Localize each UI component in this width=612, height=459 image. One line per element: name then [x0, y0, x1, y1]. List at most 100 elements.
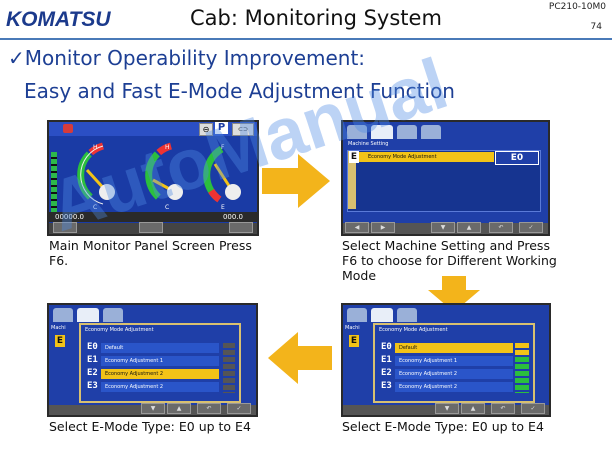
arrow-right-icon: [262, 154, 330, 208]
economy-mode-row-label: Economy Mode Adjustment: [368, 154, 437, 160]
hour-meter: 00000.0: [55, 213, 84, 221]
right-key[interactable]: ▶: [371, 222, 395, 233]
lock-icon: [63, 124, 73, 133]
softkey-bar-2: ◀ ▶ ▼ ▲ ↶ ✓: [343, 222, 548, 234]
f6-key[interactable]: [229, 222, 253, 233]
softkey-bar-3: ▼ ▲ ↶ ✓: [49, 403, 256, 415]
return-key-right[interactable]: ↶: [491, 403, 515, 414]
emode-right-label-e1: Economy Adjustment 1: [399, 358, 458, 364]
scroll-bar[interactable]: [348, 151, 356, 209]
emode-left-code-e0: E0: [87, 342, 98, 352]
emode-right-row-e3[interactable]: [395, 382, 513, 392]
heading-line-1: ✓Monitor Operability Improvement:: [8, 46, 365, 70]
emode-right-code-e0: E0: [381, 342, 392, 352]
emode-screen-right: Machi E Economy Mode Adjustment E0 E1 E2…: [341, 303, 551, 417]
emode-left-row-e2[interactable]: [101, 369, 219, 379]
level-indicators-right: [515, 343, 529, 393]
emode-popup-header-right: Economy Mode Adjustment: [379, 327, 448, 333]
emode-right-row-e0[interactable]: [395, 343, 513, 353]
softkey-bar-4: ▼ ▲ ↶ ✓: [343, 403, 549, 415]
softkey-bar: [49, 222, 257, 234]
emode-left-label-e1: Economy Adjustment 1: [105, 358, 164, 364]
bg-letter-right: E: [349, 335, 359, 347]
header-divider: [0, 38, 612, 40]
fuel-empty-label: E: [221, 204, 225, 211]
emode-left-row-e0[interactable]: [101, 343, 219, 353]
f3-key[interactable]: [139, 222, 163, 233]
caption-main-monitor: Main Monitor Panel Screen Press F6.: [49, 238, 252, 268]
emode-right-code-e3: E3: [381, 381, 392, 391]
arrow-left-icon: [268, 332, 332, 384]
coolant-low-label: C: [93, 204, 98, 211]
up-key-right[interactable]: ▲: [461, 403, 485, 414]
down-key-right[interactable]: ▼: [435, 403, 459, 414]
emode-right-label-e2: Economy Adjustment 2: [399, 371, 458, 377]
bg-letter: E: [55, 335, 65, 347]
emode-left-row-e1[interactable]: [101, 356, 219, 366]
oil-temp-gauge: [145, 142, 183, 208]
return-key-left[interactable]: ↶: [197, 403, 221, 414]
komatsu-logo: KOMATSU: [6, 8, 111, 31]
ok-key-left[interactable]: ✓: [227, 403, 251, 414]
tab-1[interactable]: [347, 125, 367, 139]
oil-high-label: H: [165, 144, 170, 151]
level-indicators-right-top: [515, 343, 529, 355]
tab-left-2[interactable]: [77, 308, 99, 322]
tab-4[interactable]: [421, 125, 441, 139]
emode-left-code-e1: E1: [87, 355, 98, 365]
economy-mode-row[interactable]: Economy Mode Adjustment: [358, 152, 494, 162]
mode-icon: ⊖: [199, 123, 213, 136]
indicator-strip: [51, 152, 57, 212]
up-key[interactable]: ▲: [457, 222, 481, 233]
coolant-temp-gauge: [77, 142, 115, 208]
ok-key[interactable]: ✓: [519, 222, 543, 233]
coolant-high-label: H: [93, 144, 98, 151]
fuel-gauge: [203, 142, 241, 208]
level-indicators-left: [223, 343, 235, 393]
machine-setting-screen: Machine Setting Economy Mode Adjustment …: [341, 120, 550, 236]
heading-line-2: Easy and Fast E-Mode Adjustment Function: [24, 79, 455, 103]
up-key-left[interactable]: ▲: [167, 403, 191, 414]
emode-left-label-e2: Economy Adjustment 2: [105, 371, 164, 377]
down-key[interactable]: ▼: [431, 222, 455, 233]
emode-popup-header: Economy Mode Adjustment: [85, 327, 154, 333]
model-number: PC210-10M0: [548, 2, 606, 12]
emode-left-code-e2: E2: [87, 368, 98, 378]
power-mode-p: P: [215, 122, 228, 134]
economy-mode-value: E0: [495, 151, 539, 165]
emode-left-label-e3: Economy Adjustment 2: [105, 384, 164, 390]
status-bar: 00000.0 000.0: [49, 212, 257, 222]
f1-key[interactable]: [53, 222, 77, 233]
row-letter: E: [349, 151, 359, 163]
page-title: Cab: Monitoring System: [190, 6, 442, 30]
machine-setting-header: Machine Setting: [348, 141, 389, 147]
emode-left-label-e0: Default: [105, 345, 124, 351]
emode-right-label-e0: Default: [399, 345, 418, 351]
caption-machine-setting: Select Machine Setting and Press F6 to c…: [342, 238, 557, 283]
emode-left-row-e3[interactable]: [101, 382, 219, 392]
monitor-top-bar: ⊖ P ⊂⊃: [49, 122, 257, 136]
ok-key-right[interactable]: ✓: [521, 403, 545, 414]
caption-emode-left: Select E-Mode Type: E0 up to E4: [49, 419, 251, 434]
tab-2[interactable]: [371, 125, 393, 139]
return-key[interactable]: ↶: [489, 222, 513, 233]
attachment-icon: ⊂⊃: [232, 123, 254, 136]
tab-right-1[interactable]: [347, 308, 367, 322]
fuel-full-label: F: [221, 144, 225, 151]
emode-left-code-e3: E3: [87, 381, 98, 391]
main-monitor-screen: ⊖ P ⊂⊃ H C H C F E 00000.0 000.0: [47, 120, 259, 236]
heading-line-1-text: Monitor Operability Improvement:: [24, 46, 366, 70]
emode-right-row-e2[interactable]: [395, 369, 513, 379]
tab-left-1[interactable]: [53, 308, 73, 322]
tab-left-3[interactable]: [103, 308, 123, 322]
tab-3[interactable]: [397, 125, 417, 139]
emode-right-row-e1[interactable]: [395, 356, 513, 366]
tab-right-2[interactable]: [371, 308, 393, 322]
check-icon: ✓: [8, 46, 25, 70]
emode-right-code-e2: E2: [381, 368, 392, 378]
left-key[interactable]: ◀: [345, 222, 369, 233]
tab-right-3[interactable]: [397, 308, 417, 322]
down-key-left[interactable]: ▼: [141, 403, 165, 414]
emode-right-code-e1: E1: [381, 355, 392, 365]
emode-right-label-e3: Economy Adjustment 2: [399, 384, 458, 390]
